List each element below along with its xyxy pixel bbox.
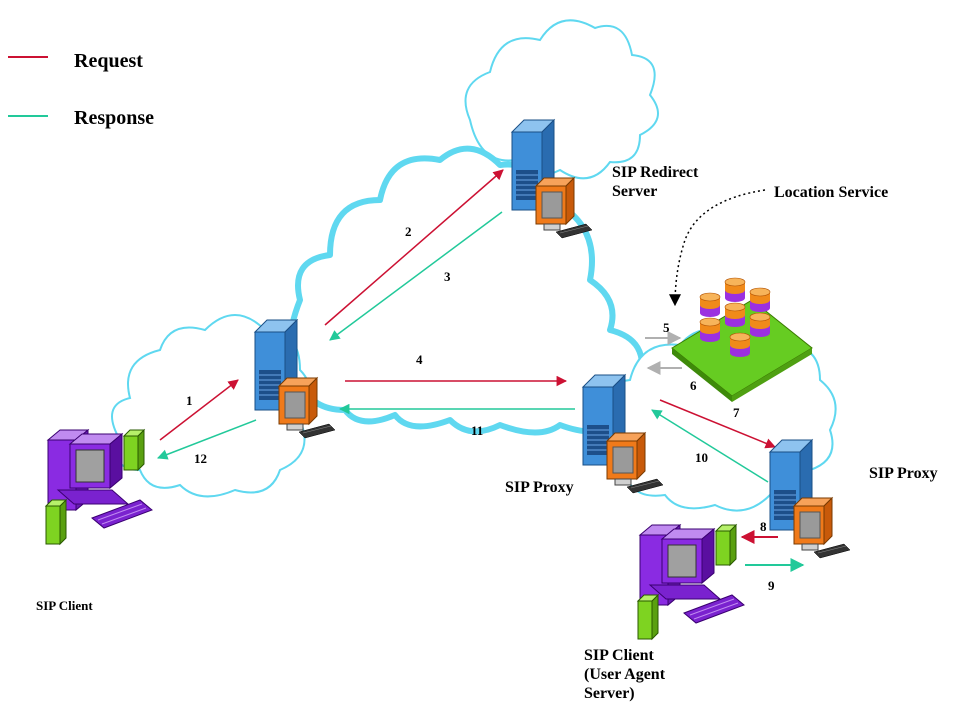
step-12-label: 12 <box>194 451 207 466</box>
step-1-arrow <box>159 379 239 441</box>
step-5-label: 5 <box>663 320 670 335</box>
redirect-server-label-line2: Server <box>612 183 658 200</box>
left-client-label: SIP Client <box>36 598 93 613</box>
legend-response-label: Response <box>74 107 155 129</box>
right-proxy-server-icon <box>769 439 851 559</box>
redirect-server-label-line1: SIP Redirect <box>612 164 699 181</box>
step-10-arrow <box>651 409 769 483</box>
uas-client-label: SIP Client (User Agent Server) <box>584 646 665 703</box>
step-4-label: 4 <box>416 352 423 367</box>
legend-request-label: Request <box>74 50 143 72</box>
step-3-arrow <box>329 211 503 341</box>
step-2-arrow <box>324 169 504 326</box>
step-3-label: 3 <box>444 269 451 284</box>
location-service-database <box>671 277 813 402</box>
step-7-label: 7 <box>733 405 740 420</box>
step-1-label: 1 <box>186 393 193 408</box>
step-2-label: 2 <box>405 224 412 239</box>
step-7-arrow <box>659 399 776 449</box>
right-proxy-label: SIP Proxy <box>869 465 938 482</box>
center-proxy-label: SIP Proxy <box>505 479 574 496</box>
uas-client-label-line2: (User Agent <box>584 666 666 683</box>
location-service-pointer <box>669 189 766 307</box>
step-11-label: 11 <box>471 423 484 438</box>
step-10-label: 10 <box>695 450 708 465</box>
uas-client-label-line3: Server) <box>584 685 635 702</box>
network-cloud-top <box>464 19 659 180</box>
redirect-server-label: SIP Redirect Server <box>612 163 698 201</box>
uas-client-label-line1: SIP Client <box>584 647 654 664</box>
step-6-label: 6 <box>690 378 697 393</box>
left-client-pc-icon <box>45 429 153 545</box>
location-service-label: Location Service <box>774 184 889 201</box>
step-9-label: 9 <box>768 578 775 593</box>
uas-client-pc-icon <box>637 524 745 640</box>
step-12-arrow <box>157 419 257 460</box>
step-8-label: 8 <box>760 519 767 534</box>
